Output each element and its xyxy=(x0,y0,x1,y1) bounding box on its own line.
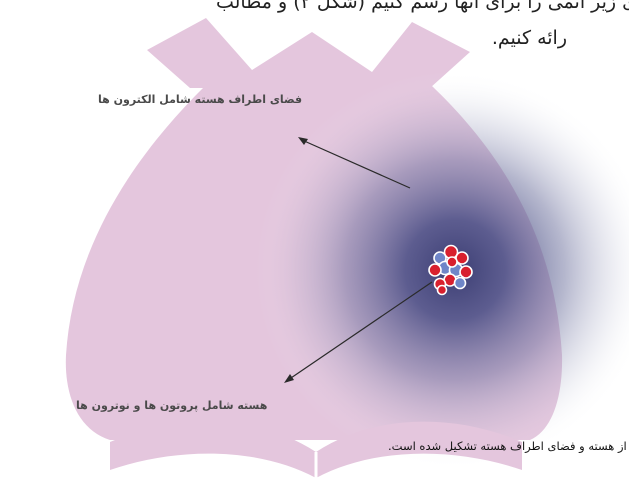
figure-caption: شکل ۲ـ اتم از هسته و فضای اطراف هسته تشک… xyxy=(388,439,629,453)
arrow-to-nucleus xyxy=(284,282,432,383)
arrow-to-space xyxy=(298,137,410,188)
nucleus xyxy=(429,246,472,295)
label-electron-space: فضای اطراف هسته شامل الکترون ها xyxy=(98,93,302,106)
label-nucleus: هسته شامل پروتون ها و نوترون ها xyxy=(76,399,267,412)
